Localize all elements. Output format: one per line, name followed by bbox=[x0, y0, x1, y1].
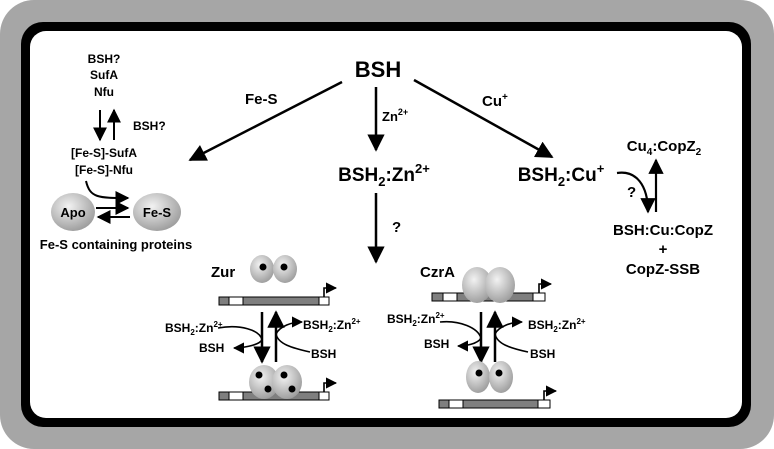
holo-protein bbox=[133, 193, 181, 231]
donor-sufa: SufA bbox=[90, 68, 118, 82]
fes-caption: Fe-S containing proteins bbox=[40, 237, 192, 252]
zur-left-top-label: BSH2:Zn2+ bbox=[165, 320, 223, 337]
zur-right-branch bbox=[275, 333, 311, 353]
cluster-sufa: [Fe-S]-SufA bbox=[71, 146, 137, 160]
donor-nfu: Nfu bbox=[94, 85, 114, 99]
apo-label: Apo bbox=[60, 205, 85, 220]
arrow-to-fes bbox=[188, 80, 343, 162]
zn-question: ? bbox=[392, 219, 401, 236]
czra-right-top-label: BSH2:Zn2+ bbox=[528, 317, 586, 334]
apo-protein bbox=[51, 193, 95, 231]
cluster-nfu: [Fe-S]-Nfu bbox=[75, 163, 133, 177]
zur-left-branch bbox=[217, 325, 263, 341]
czra-left-release bbox=[456, 337, 482, 352]
czra-right-release bbox=[494, 316, 524, 335]
bsh2-zn-complex: BSH2:Zn2+ bbox=[338, 161, 430, 189]
copz-ssb-label: CopZ-SSB bbox=[626, 261, 700, 278]
arrow-to-cu bbox=[413, 78, 554, 159]
czra-promoter-bound bbox=[431, 267, 553, 303]
czra-left-branch bbox=[439, 320, 482, 339]
zur-promoter-bound bbox=[218, 365, 338, 401]
zur-left-bottom-label: BSH bbox=[199, 341, 224, 355]
arrow-cluster-transfer bbox=[85, 180, 130, 205]
czra-right-bottom-label: BSH bbox=[530, 347, 555, 361]
zn-edge-label: Zn2+ bbox=[382, 107, 408, 124]
bsh-center-label: BSH bbox=[355, 57, 401, 82]
bsh2-cu-complex: BSH2:Cu+ bbox=[518, 161, 605, 189]
cu-question: ? bbox=[627, 184, 636, 201]
holo-label: Fe-S bbox=[143, 205, 172, 220]
fes-edge-label: Fe-S bbox=[245, 91, 278, 108]
czra-promoter-free bbox=[438, 385, 558, 409]
zur-right-release bbox=[275, 316, 304, 335]
czra-free-dimer bbox=[466, 361, 513, 393]
bsh-cu-copz-label: BSH:Cu:CopZ bbox=[613, 222, 713, 239]
zur-right-bottom-label: BSH bbox=[311, 347, 336, 361]
czra-left-bottom-label: BSH bbox=[424, 337, 449, 351]
plus-sign: + bbox=[659, 241, 668, 258]
zur-dimer bbox=[250, 255, 297, 283]
arrow-cu-to-copz bbox=[616, 171, 656, 214]
czra-label: CzrA bbox=[420, 264, 455, 281]
cu-edge-label: Cu+ bbox=[482, 92, 508, 110]
czra-left-top-label: BSH2:Zn2+ bbox=[387, 311, 445, 328]
fes-bsh-question: BSH? bbox=[133, 119, 166, 133]
zur-right-top-label: BSH2:Zn2+ bbox=[303, 317, 361, 334]
zur-left-release bbox=[232, 339, 263, 354]
cu4-copz2-label: Cu4:CopZ2 bbox=[627, 138, 702, 158]
czra-right-branch bbox=[494, 333, 529, 353]
donor-bsh-question: BSH? bbox=[88, 52, 121, 66]
zur-label: Zur bbox=[211, 264, 235, 281]
zur-promoter-top bbox=[218, 282, 338, 306]
